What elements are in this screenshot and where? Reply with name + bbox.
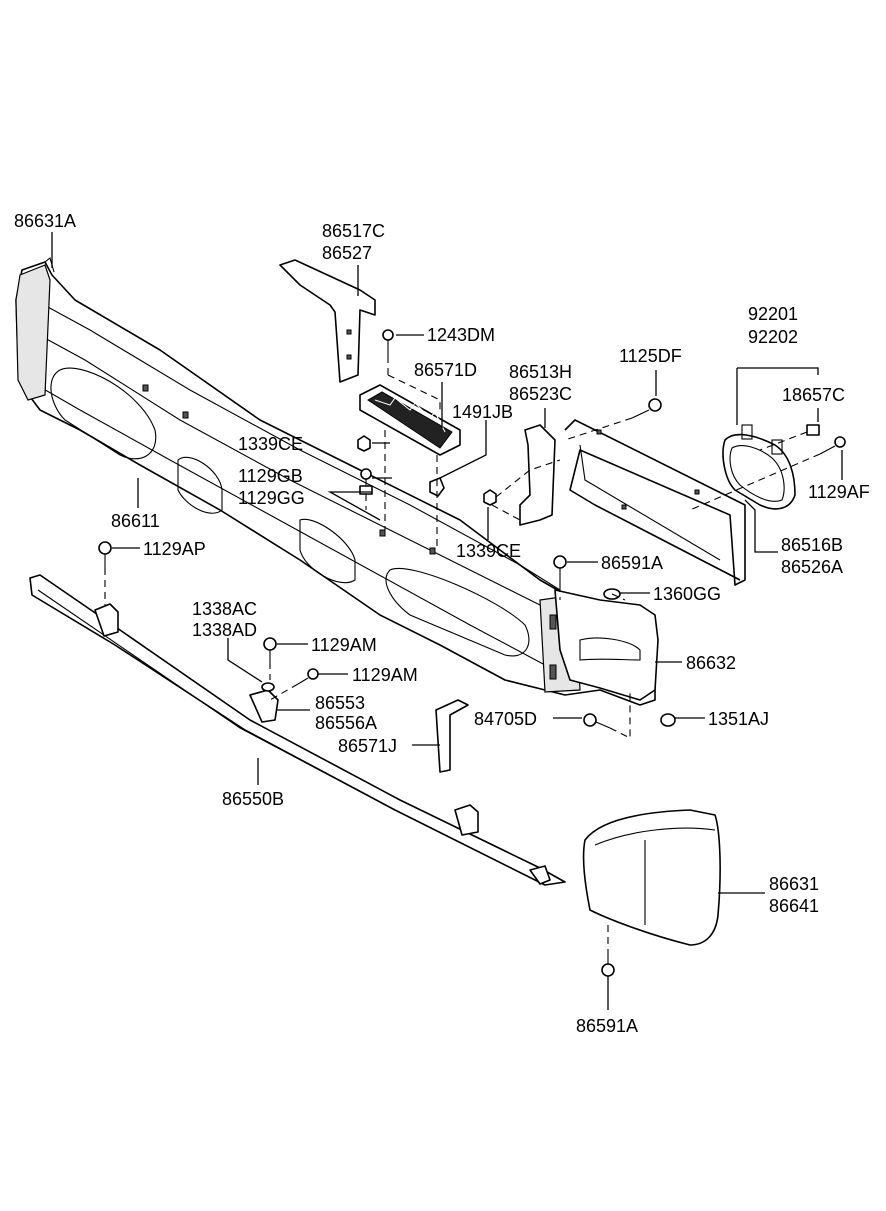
label-86641: 86641 — [769, 896, 819, 916]
grille-strip — [359, 384, 461, 456]
label-86526A: 86526A — [781, 557, 843, 577]
label-86517C: 86517C — [322, 221, 385, 241]
label-84705D: 84705D — [474, 709, 537, 729]
part-labels: 86631A 86517C 86527 1243DM 86571D 86513H… — [14, 211, 870, 1036]
small-bracket — [249, 689, 279, 723]
label-1243DM: 1243DM — [427, 325, 495, 345]
label-86631A: 86631A — [14, 211, 76, 231]
leader-lines — [51, 232, 843, 1010]
label-86631: 86631 — [769, 874, 819, 894]
label-1338AC: 1338AC — [192, 599, 257, 619]
label-86632: 86632 — [686, 653, 736, 673]
label-86591A-upper: 86591A — [601, 553, 663, 573]
label-86553: 86553 — [315, 693, 365, 713]
rubber-strip — [435, 699, 469, 773]
side-bracket — [519, 424, 556, 526]
label-1129AP: 1129AP — [143, 539, 206, 559]
label-1351AJ: 1351AJ — [708, 709, 769, 729]
label-86571J: 86571J — [338, 736, 397, 756]
label-1129GB: 1129GB — [238, 466, 303, 486]
label-1360GG: 1360GG — [653, 584, 721, 604]
label-1129AM-lower: 1129AM — [352, 665, 418, 685]
lamp-mount-frame — [564, 419, 746, 586]
label-92201: 92201 — [748, 304, 798, 324]
assembly-lines — [104, 356, 821, 955]
label-86611: 86611 — [111, 511, 160, 531]
label-86527: 86527 — [322, 243, 372, 263]
label-92202: 92202 — [748, 327, 798, 347]
label-1339CE-lower: 1339CE — [456, 541, 521, 561]
label-18657C: 18657C — [782, 385, 845, 405]
end-bracket — [554, 589, 659, 701]
lower-strip — [29, 574, 566, 886]
label-86556A: 86556A — [315, 713, 377, 733]
label-1129AF: 1129AF — [808, 482, 870, 502]
upper-bracket — [279, 259, 376, 383]
label-86523C: 86523C — [509, 384, 572, 404]
label-86516B: 86516B — [781, 535, 843, 555]
label-1338AD: 1338AD — [192, 620, 257, 640]
label-1491JB: 1491JB — [452, 402, 513, 422]
label-1129AM-upper: 1129AM — [311, 635, 377, 655]
label-86513H: 86513H — [509, 362, 572, 382]
label-1125DF: 1125DF — [619, 346, 682, 366]
label-86571D: 86571D — [414, 360, 477, 380]
label-1129GG: 1129GG — [238, 488, 305, 508]
fog-lamp — [722, 424, 796, 510]
label-86591A-lower: 86591A — [576, 1016, 638, 1036]
corner-cover — [582, 809, 721, 946]
label-1339CE-upper: 1339CE — [238, 434, 303, 454]
label-86550B: 86550B — [222, 789, 284, 809]
